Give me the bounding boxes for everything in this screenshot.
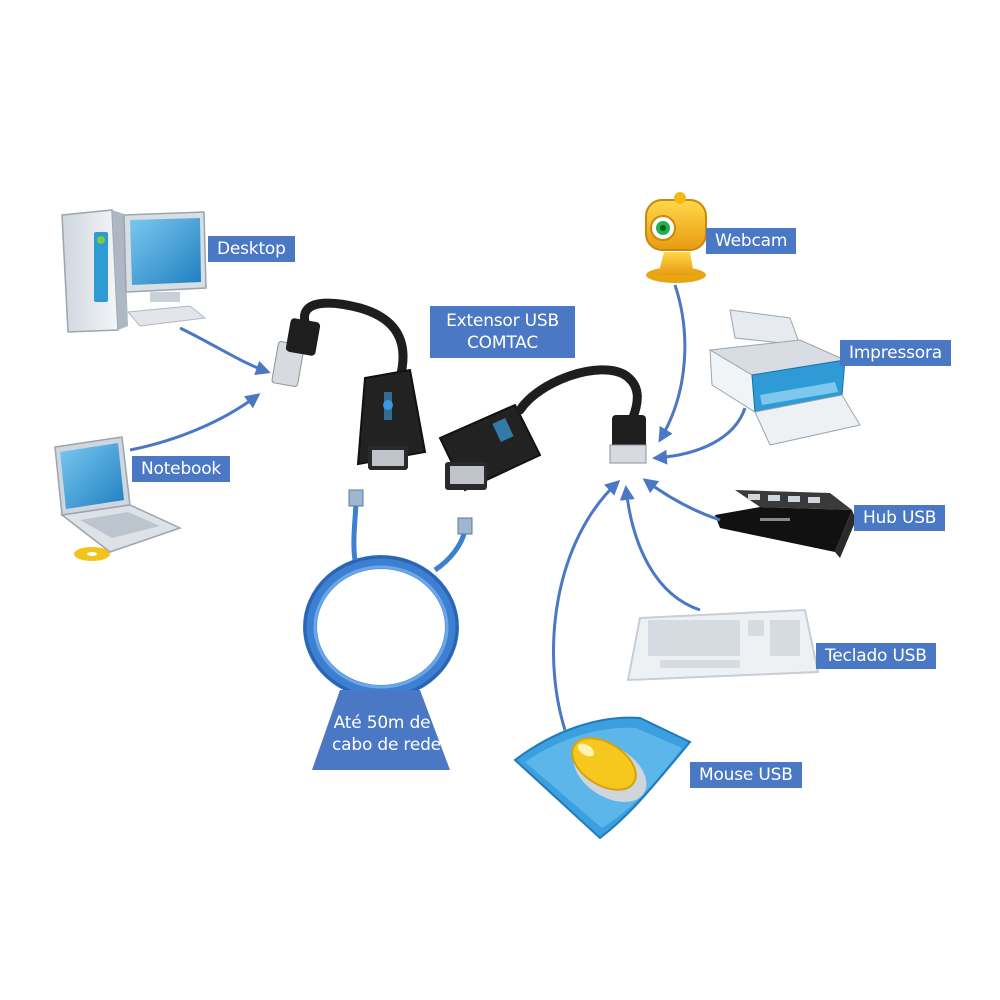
cable-length-line1: Até 50m de [333,713,431,733]
cable-length-line2: cabo de rede [332,735,441,755]
hub-label-text: Hub USB [863,508,937,528]
printer-label: Impressora [840,340,951,366]
extensor-usb-line1: Extensor USB [446,311,559,331]
notebook-arrow [129,393,261,452]
keyboard-label-text: Teclado USB [825,646,927,666]
keyboard-icon [626,608,820,682]
extensor-usb-line2: COMTAC [467,333,538,353]
keyboard-arrow [619,485,701,612]
network-cable-icon [303,489,473,770]
usb-mouse-icon [513,716,692,840]
printer-arrow [652,407,747,465]
printer-label-text: Impressora [849,343,942,363]
webcam-label: Webcam [706,228,797,254]
connection-arrows [129,284,747,731]
desktop-computer-icon [61,209,207,333]
notebook-label: Notebook [132,456,231,482]
webcam-icon [645,192,707,283]
printer-icon [708,309,861,446]
usb-extender-receiver-icon [438,365,647,492]
webcam-arrow [658,284,687,443]
notebook-computer-icon [54,436,183,561]
hub-arrow [642,478,721,522]
usb-hub-icon [715,490,856,558]
webcam-label-text: Webcam [715,231,788,251]
desktop-label: Desktop [208,236,295,262]
mouse-label: Mouse USB [690,762,802,788]
usb-extender-transmitter-icon [271,298,427,470]
desktop-label-text: Desktop [217,239,286,259]
notebook-label-text: Notebook [141,459,222,479]
hub-label: Hub USB [854,505,946,531]
keyboard-label: Teclado USB [816,643,936,669]
cable-length-label: Até 50m de cabo de rede [322,708,442,760]
extensor-usb-label: Extensor USB COMTAC [430,306,575,358]
mouse-label-text: Mouse USB [699,765,793,785]
mouse-arrow [552,479,621,731]
desktop-arrow [179,326,271,376]
